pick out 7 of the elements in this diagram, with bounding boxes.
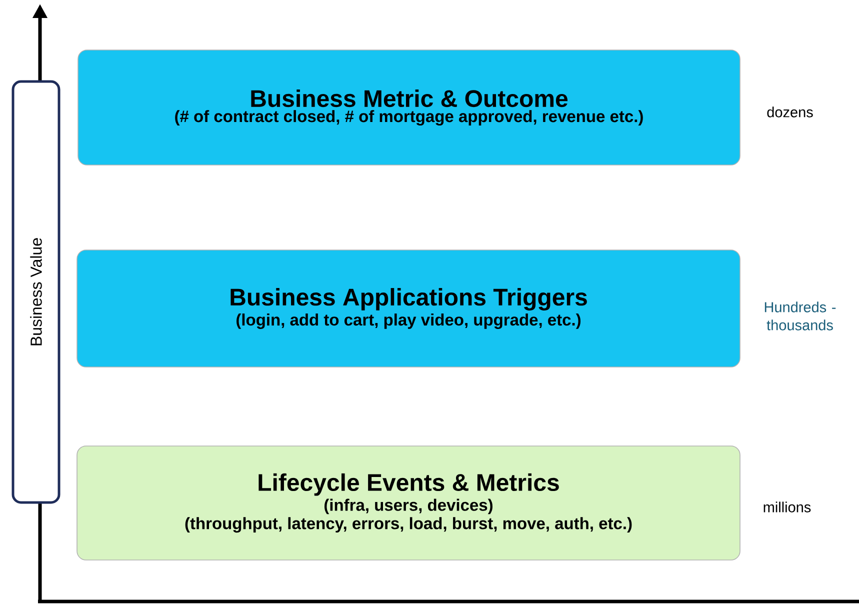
level-box: Business Applications Triggers (login, add to cart, play video, upgrade, etc.) [76,250,740,368]
count-label: Hundreds - thousands [764,302,836,330]
count-label: dozens [767,106,813,118]
level-box: Lifecycle Events & Metrics (infra, users, devices) (throughput, latency, errors, load, burst, move, auth, etc.) [76,446,740,560]
axis-label-box: Business Value [12,80,60,504]
count-label: millions [764,502,811,512]
level-box: Business Metric & Outcome (# of contract closed, # of mortgage approved, revenue etc.) [78,50,740,166]
